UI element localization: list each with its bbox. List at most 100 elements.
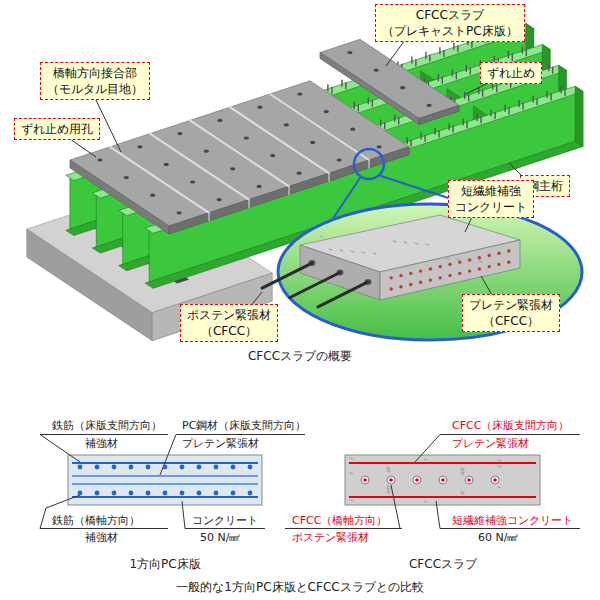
stud-connector: [548, 65, 549, 71]
stud-connector: [522, 47, 523, 53]
callout-box: 短繊維補強 コンクリート: [448, 180, 534, 218]
stud-hole: [230, 167, 235, 170]
callout-box: 橋軸方向接合部 （モルタル目地）: [40, 62, 150, 100]
rebar-dot: [112, 465, 117, 470]
pc-steel-line: [72, 475, 258, 477]
part-label: 補強材: [85, 437, 118, 451]
rebar-dot: [180, 491, 185, 496]
stud-connector: [508, 108, 509, 114]
stud-hole: [324, 110, 329, 113]
fiber-speckle: [387, 488, 390, 489]
stud-connector: [466, 65, 467, 71]
label-underline: [440, 528, 580, 529]
stud-hole: [297, 92, 302, 95]
stud-connector: [560, 87, 561, 93]
fiber-speckle: [498, 466, 501, 467]
stud-connector: [438, 131, 439, 137]
cfcc-tendon: [389, 478, 393, 482]
bridge-illustration: [27, 24, 583, 341]
fiber-speckle: [404, 242, 407, 243]
leader-line: [182, 501, 185, 529]
part-label: PC鋼材（床版支間方向）: [182, 419, 306, 433]
rebar-dot: [163, 491, 168, 496]
part-label: 補強材: [85, 531, 118, 545]
cfcc-tendon: [467, 478, 471, 482]
label-underline: [440, 434, 580, 435]
part-label: CFCC（床版支間方向）: [452, 419, 569, 433]
callout-box: ずれ止め用孔: [14, 118, 100, 140]
pretension-strand-end: [419, 281, 422, 284]
girder-end: [575, 86, 583, 146]
stud-connector: [466, 122, 467, 128]
fiber-speckle: [426, 244, 429, 245]
pretension-strand-end: [458, 260, 461, 263]
pretension-strand-end: [497, 263, 500, 266]
precast-slab-front: [419, 105, 459, 124]
pc-steel-line: [72, 483, 258, 485]
stud-hole: [177, 211, 182, 214]
pretension-strand-end: [409, 283, 412, 286]
posttension-duct: [439, 476, 447, 484]
fiber-speckle: [479, 261, 482, 262]
stud-connector: [522, 103, 523, 109]
fiber-speckle: [320, 236, 323, 237]
part-label: ポステン緊張材: [292, 531, 369, 545]
stud-connector: [439, 48, 440, 54]
stud-hole: [137, 145, 142, 148]
fiber-speckle: [415, 243, 418, 244]
stud-hole: [350, 128, 355, 131]
stud-connector: [452, 126, 453, 132]
stud-hole: [297, 172, 302, 175]
mortar-joint: [288, 186, 290, 194]
fiber-speckle: [387, 467, 390, 468]
stud-hole: [374, 69, 379, 72]
mortar-joint: [190, 120, 289, 186]
rebar-dot: [231, 465, 236, 470]
leader-line: [40, 435, 80, 463]
posttension-duct: [361, 476, 369, 484]
pretension-strand-end: [507, 249, 510, 252]
stud-connector: [394, 115, 395, 121]
stud-connector: [429, 55, 430, 61]
mortar-joint: [208, 213, 210, 221]
rebar-dot: [180, 465, 185, 470]
leader-line: [465, 217, 472, 232]
stud-connector: [345, 83, 346, 89]
fiber-speckle: [461, 474, 464, 475]
stud-hole: [204, 150, 209, 153]
fiber-speckle: [350, 458, 353, 459]
posttension-rod: [290, 273, 340, 298]
stud-connector: [425, 52, 426, 58]
stud-connector: [410, 140, 411, 146]
part-label: 鉄筋（橋軸方向）: [52, 514, 140, 528]
rebar-dot: [95, 465, 100, 470]
stud-hole: [124, 176, 129, 179]
stud-connector: [518, 101, 519, 107]
stud-connector: [496, 86, 497, 92]
rebar-dot: [248, 465, 253, 470]
section-leaders: [40, 435, 580, 529]
stud-hole: [244, 136, 249, 139]
posttension-duct: [413, 476, 421, 484]
fiber-speckle: [329, 249, 332, 250]
pretension-strand-end: [468, 269, 471, 272]
deck-side: [70, 160, 169, 234]
stud-connector: [564, 89, 565, 95]
stud-connector: [478, 88, 479, 94]
figure-title: CFCCスラブ: [409, 557, 477, 572]
pretension-strand-end: [478, 256, 481, 259]
fiber-speckle: [387, 469, 390, 470]
stud-connector: [452, 70, 453, 76]
stud-connector: [464, 92, 465, 98]
cfcc-line: [349, 462, 536, 464]
pretension-strand-end: [419, 269, 422, 272]
detail-circle: [354, 149, 384, 179]
cross-sections: [40, 435, 580, 529]
leader-line: [436, 501, 440, 529]
pretension-strand-end: [409, 272, 412, 275]
stud-hole: [400, 86, 405, 89]
label-underline: [176, 434, 305, 435]
fiber-speckle: [424, 459, 427, 460]
callout-text: CFCCスラブ （プレキャストPC床版）: [382, 7, 518, 39]
stud-hole: [427, 104, 432, 107]
